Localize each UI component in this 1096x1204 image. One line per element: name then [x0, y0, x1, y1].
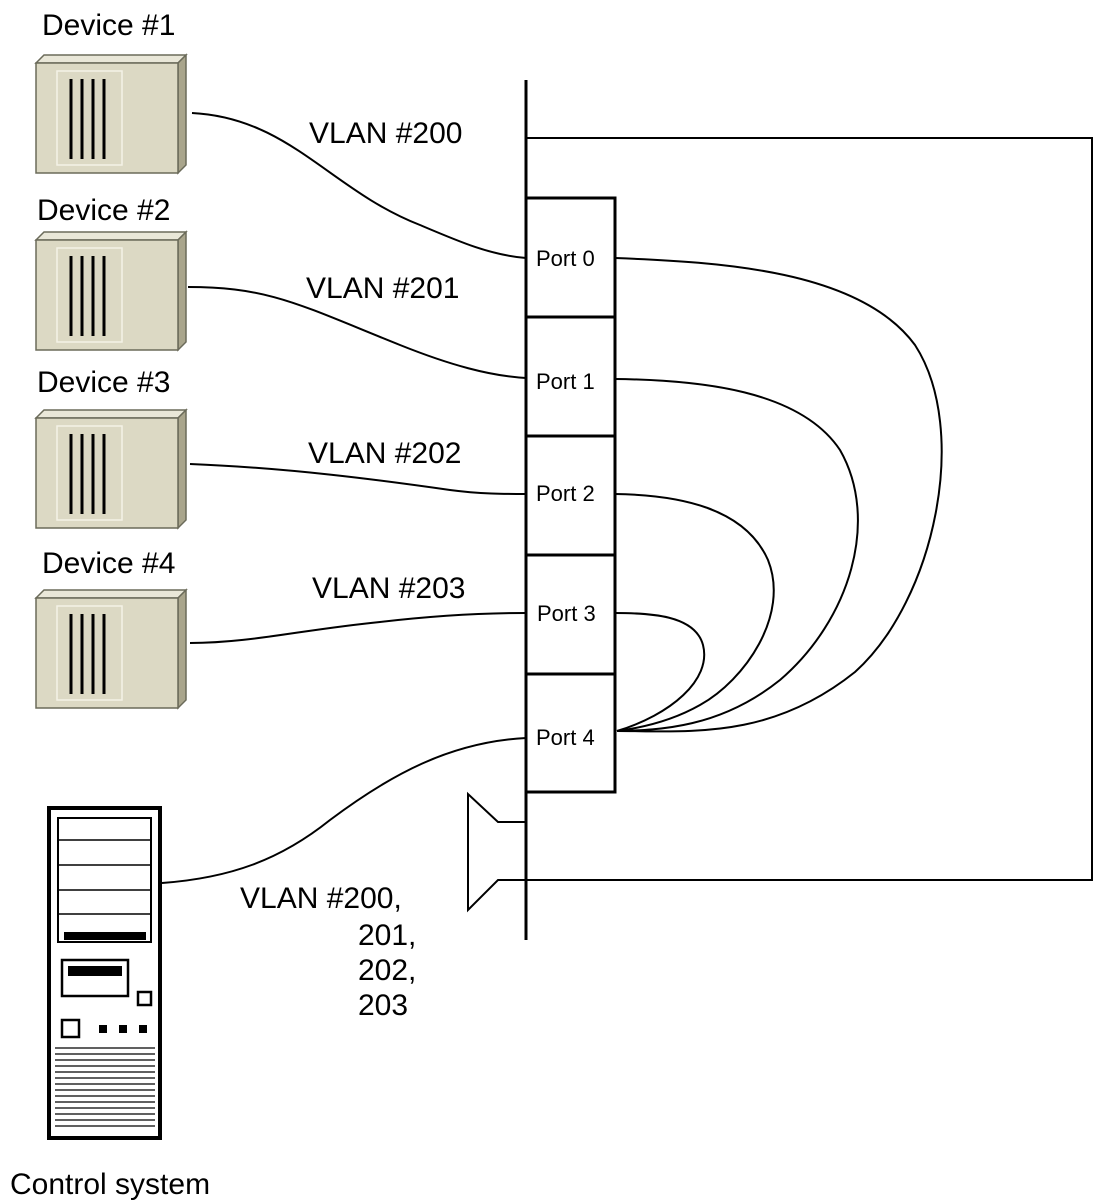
- device-3-label: Device #3: [37, 366, 170, 399]
- cable-device1-port0: [191, 112, 527, 259]
- vlan-203-label: VLAN #203: [312, 572, 465, 605]
- device-2-label: Device #2: [37, 194, 170, 227]
- control-vlan-line-4: 203: [358, 989, 408, 1022]
- cable-port1-port4: [614, 378, 859, 732]
- control-vlan-line-3: 202,: [358, 954, 416, 987]
- vlan-202-label: VLAN #202: [308, 437, 461, 470]
- control-system-label: Control system: [10, 1168, 210, 1201]
- device-2: Device #2: [34, 194, 188, 352]
- port-0-label: Port 0: [536, 246, 595, 271]
- device-1-icon: [34, 53, 188, 175]
- device-4: Device #4: [34, 547, 188, 710]
- cable-device3-port2: [189, 463, 527, 495]
- control-vlan-line-1: VLAN #200,: [240, 882, 402, 915]
- device-3: Device #3: [34, 366, 188, 530]
- device-4-label: Device #4: [42, 547, 175, 580]
- control-system-tower-icon: [47, 806, 162, 1140]
- device-2-icon: [34, 230, 188, 352]
- uplink-connector-icon: [467, 791, 526, 913]
- cable-port2-port4: [614, 493, 775, 732]
- cable-device4-port3: [189, 612, 527, 644]
- port-2-label: Port 2: [536, 481, 595, 506]
- device-4-icon: [34, 588, 188, 710]
- cable-device2-port1: [187, 286, 527, 379]
- port-1-label: Port 1: [536, 369, 595, 394]
- device-1: Device #1: [34, 9, 188, 175]
- cable-port0-port4: [614, 257, 943, 733]
- cable-control-port4: [161, 737, 527, 884]
- control-vlan-line-2: 201,: [358, 919, 416, 952]
- switch-loop-line: [526, 137, 1093, 881]
- device-1-label: Device #1: [42, 9, 175, 42]
- device-3-icon: [34, 408, 188, 530]
- port-3-label: Port 3: [537, 601, 596, 626]
- vlan-200-label: VLAN #200: [309, 117, 462, 150]
- cable-port3-port4: [614, 612, 706, 732]
- port-4-label: Port 4: [536, 725, 595, 750]
- vlan-201-label: VLAN #201: [306, 272, 459, 305]
